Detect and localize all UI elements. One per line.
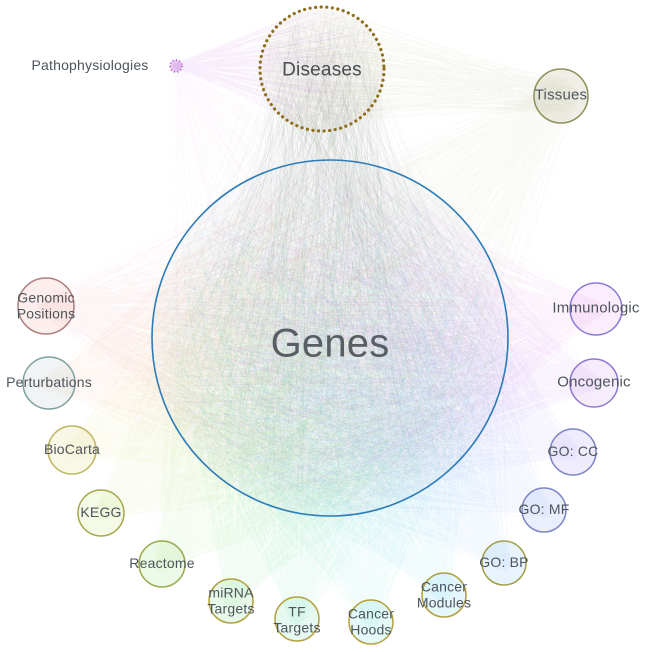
node-go_mf[interactable] bbox=[521, 487, 567, 533]
node-go_cc[interactable] bbox=[549, 428, 597, 476]
node-genes[interactable] bbox=[151, 159, 509, 517]
node-diseases[interactable] bbox=[258, 5, 386, 133]
edges-go_bp-to-genes bbox=[164, 175, 512, 571]
node-mirna_targets[interactable] bbox=[208, 578, 254, 624]
edges-tissues-to-diseases bbox=[264, 10, 580, 121]
edges-pathophysiologies-to-genes bbox=[173, 63, 489, 498]
node-layer bbox=[17, 5, 623, 645]
edges-cancer_modules-to-genes bbox=[164, 172, 498, 603]
edges-kegg-to-genes bbox=[93, 166, 499, 521]
node-tissues[interactable] bbox=[533, 68, 589, 124]
edges-genomic_positions-to-genes bbox=[36, 171, 502, 510]
node-immunologic[interactable] bbox=[569, 282, 623, 336]
node-pathophysiologies[interactable] bbox=[169, 59, 183, 73]
edges-perturbations-to-genes bbox=[39, 171, 496, 505]
edges-go_cc-to-genes bbox=[163, 171, 581, 504]
edges-biocarta-to-genes bbox=[63, 174, 499, 510]
node-tf_targets[interactable] bbox=[274, 596, 320, 642]
edges-cancer_hoods-to-genes bbox=[157, 173, 499, 630]
node-cancer_hoods[interactable] bbox=[348, 599, 394, 645]
node-reactome[interactable] bbox=[138, 540, 186, 588]
node-biocarta[interactable] bbox=[47, 425, 97, 475]
node-perturbations[interactable] bbox=[22, 356, 76, 410]
node-genomic_positions[interactable] bbox=[17, 277, 75, 335]
edges-go_mf-to-genes bbox=[158, 166, 552, 518]
node-go_bp[interactable] bbox=[481, 540, 527, 586]
node-oncogenic[interactable] bbox=[569, 358, 619, 408]
edges-tf_targets-to-genes bbox=[163, 174, 501, 627]
node-cancer_modules[interactable] bbox=[421, 572, 467, 618]
edge-layer bbox=[36, 7, 605, 630]
edges-reactome-to-genes bbox=[153, 169, 498, 572]
edges-tissues-to-genes bbox=[159, 77, 580, 510]
node-kegg[interactable] bbox=[77, 489, 125, 537]
edges-diseases-to-genes bbox=[158, 7, 499, 504]
edges-oncogenic-to-genes bbox=[160, 169, 603, 488]
edges-immunologic-to-genes bbox=[164, 167, 605, 504]
